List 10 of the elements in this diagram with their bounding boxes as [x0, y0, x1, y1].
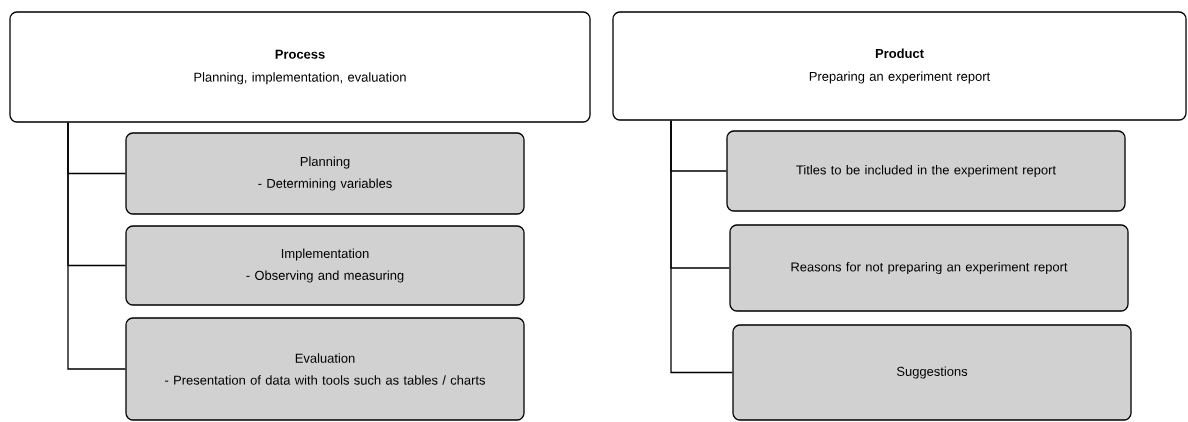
connector-line: [67, 122, 126, 370]
topic-box: Planning - Determining variables: [125, 132, 525, 215]
connector-line: [670, 120, 733, 374]
topic-box: Evaluation - Presentation of data with tools such as tables / charts: [125, 317, 525, 421]
topic-box: Reasons for not preparing an experiment report: [729, 224, 1129, 312]
topic-box: Suggestions: [732, 324, 1132, 421]
heading-box: Product Preparing an experiment report: [612, 11, 1187, 121]
topic-box: Implementation - Observing and measuring: [125, 225, 525, 306]
topic-box: Titles to be included in the experiment report: [726, 130, 1126, 212]
heading-box: Process Planning, implementation, evaluation: [9, 11, 591, 123]
